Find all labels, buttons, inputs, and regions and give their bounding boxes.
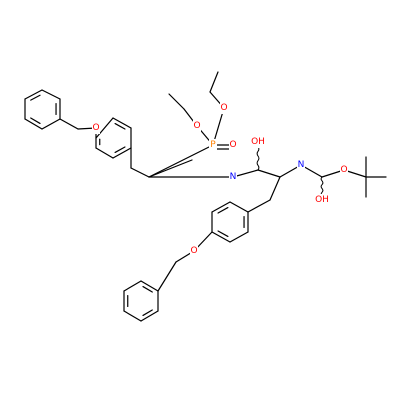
bond-layer <box>24 71 387 322</box>
nitrogen-atom-label: N <box>298 160 305 170</box>
oxygen-atom-label-backdrop <box>229 139 237 151</box>
bond-ch2c-r3a <box>247 199 271 213</box>
bond-r2f-r2a <box>95 117 114 139</box>
bond-r3c-r3d <box>211 231 231 243</box>
bond-p-oE2 <box>212 107 225 146</box>
oxygen-atom-label: O <box>220 103 227 113</box>
bond-r1d-r1e <box>41 118 61 130</box>
bond-r1e-r1f <box>24 118 43 130</box>
bond-r3e-r3f <box>211 201 231 213</box>
hydroxyl-label: OH <box>315 195 329 205</box>
inner-double-r2c-r2d <box>114 146 126 154</box>
bond-r4a-r4b <box>140 280 159 292</box>
oxygen-atom-label: O <box>229 140 236 150</box>
bond-r4d-r4e <box>123 310 142 322</box>
inner-double-r3c-r3d <box>217 230 229 238</box>
bond-ch2d-r4a <box>157 261 177 292</box>
bond-r1a-r1b <box>24 89 43 100</box>
oxygen-atom-label: O <box>193 121 200 131</box>
bond-r3f-r3a <box>229 201 249 213</box>
oxygen-atom-label-backdrop <box>340 164 348 176</box>
inner-double-r2a-r2b <box>114 122 126 130</box>
bond-c1-p <box>148 144 214 178</box>
oxygen-atom-label-backdrop <box>220 102 228 114</box>
hydroxyl-label-backdrop <box>315 194 329 206</box>
bond-r3b-r3c <box>229 231 249 243</box>
hydroxyl-label: OH <box>251 137 265 147</box>
oxygen-atom-label: O <box>92 123 99 133</box>
bond-r4e-r4f <box>140 310 159 322</box>
nitrogen-atom-label-backdrop <box>297 159 305 171</box>
bond-r2d-r2e <box>95 147 114 159</box>
hydroxyl-label-backdrop <box>251 136 265 148</box>
nitrogen-atom-label-backdrop <box>229 171 237 183</box>
phosphorus-atom-label-backdrop <box>209 139 217 151</box>
bond-n1-c2 <box>232 169 259 178</box>
inner-double-r1a-r1b <box>30 94 41 101</box>
inner-double-r3e-r3f <box>217 206 229 214</box>
bond-ch2b-c1 <box>130 167 150 178</box>
bond-r2c-r2d <box>112 147 132 159</box>
bond-et1a-et1b <box>168 93 185 110</box>
bond-r4b-r4c <box>123 280 142 292</box>
bond-c1-ch <box>148 159 193 178</box>
phosphorus-atom-label: P <box>210 140 216 150</box>
bond-c2-c3 <box>257 169 281 178</box>
bond-c3-ch2c <box>269 176 281 201</box>
oxygen-atom-label: O <box>340 165 347 175</box>
bond-r1d-ch2a <box>59 118 79 130</box>
bond-et2a-et2b <box>209 71 219 93</box>
oxygen-atom-label-backdrop <box>190 245 198 257</box>
oxygen-atom-label-backdrop <box>92 122 100 134</box>
oxygen-atom-label: O <box>190 246 197 256</box>
bond-r1b-r1c <box>41 89 61 100</box>
nitrogen-atom-label: N <box>230 172 237 182</box>
bond-r2a-r2b <box>112 117 132 129</box>
inner-double-r4a-r4b <box>142 285 153 293</box>
inner-double-r1e-r1f <box>30 117 41 125</box>
oxygen-atom-label-backdrop <box>193 120 201 132</box>
inner-double-r4e-r4f <box>142 309 153 317</box>
